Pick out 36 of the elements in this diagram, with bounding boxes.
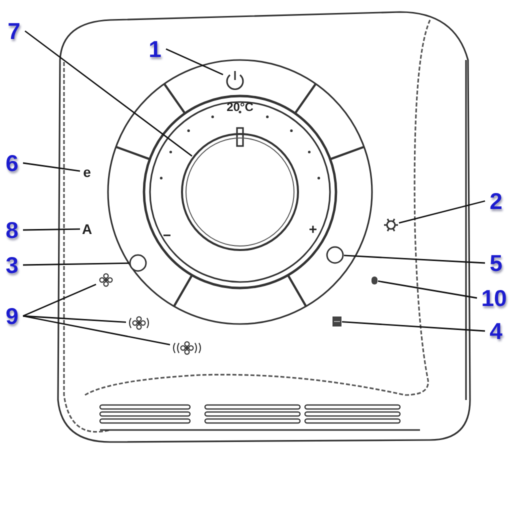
leader-line bbox=[378, 280, 478, 299]
callout-number: 10 bbox=[478, 285, 510, 311]
leader-line bbox=[22, 315, 126, 323]
callout-number: 2 bbox=[486, 188, 506, 214]
leader-line bbox=[22, 284, 96, 317]
leader-line bbox=[22, 262, 130, 266]
temperature-label: 20°C bbox=[226, 100, 254, 114]
power-icon bbox=[223, 68, 247, 92]
leader-line bbox=[398, 200, 486, 224]
leader-line bbox=[22, 315, 170, 346]
dial-display bbox=[180, 132, 300, 252]
square-icon bbox=[332, 316, 342, 327]
callout-number: 9 bbox=[2, 303, 22, 329]
mode-letter: A bbox=[80, 221, 94, 237]
callout-number: 6 bbox=[2, 150, 22, 176]
callout-number: 3 bbox=[2, 252, 22, 278]
leader-line bbox=[342, 321, 486, 332]
indicator-light bbox=[371, 276, 378, 285]
mode-letter: e bbox=[80, 164, 94, 180]
fan-icon bbox=[126, 316, 152, 330]
minus-sign: − bbox=[162, 228, 172, 242]
callout-number: 5 bbox=[486, 250, 506, 276]
callout-number: 7 bbox=[4, 18, 24, 44]
callout-number: 8 bbox=[2, 217, 22, 243]
fan-icon bbox=[170, 340, 204, 356]
leader-line bbox=[344, 254, 486, 264]
sun-icon bbox=[383, 217, 399, 233]
callout-number: 1 bbox=[145, 36, 165, 62]
indicator-light bbox=[326, 246, 344, 264]
leader-line bbox=[24, 30, 192, 157]
leader-line bbox=[166, 48, 224, 76]
indicator-light bbox=[129, 254, 147, 272]
callout-number: 4 bbox=[486, 318, 506, 344]
leader-line bbox=[22, 162, 80, 172]
leader-line bbox=[22, 228, 80, 231]
plus-sign: + bbox=[308, 222, 318, 236]
